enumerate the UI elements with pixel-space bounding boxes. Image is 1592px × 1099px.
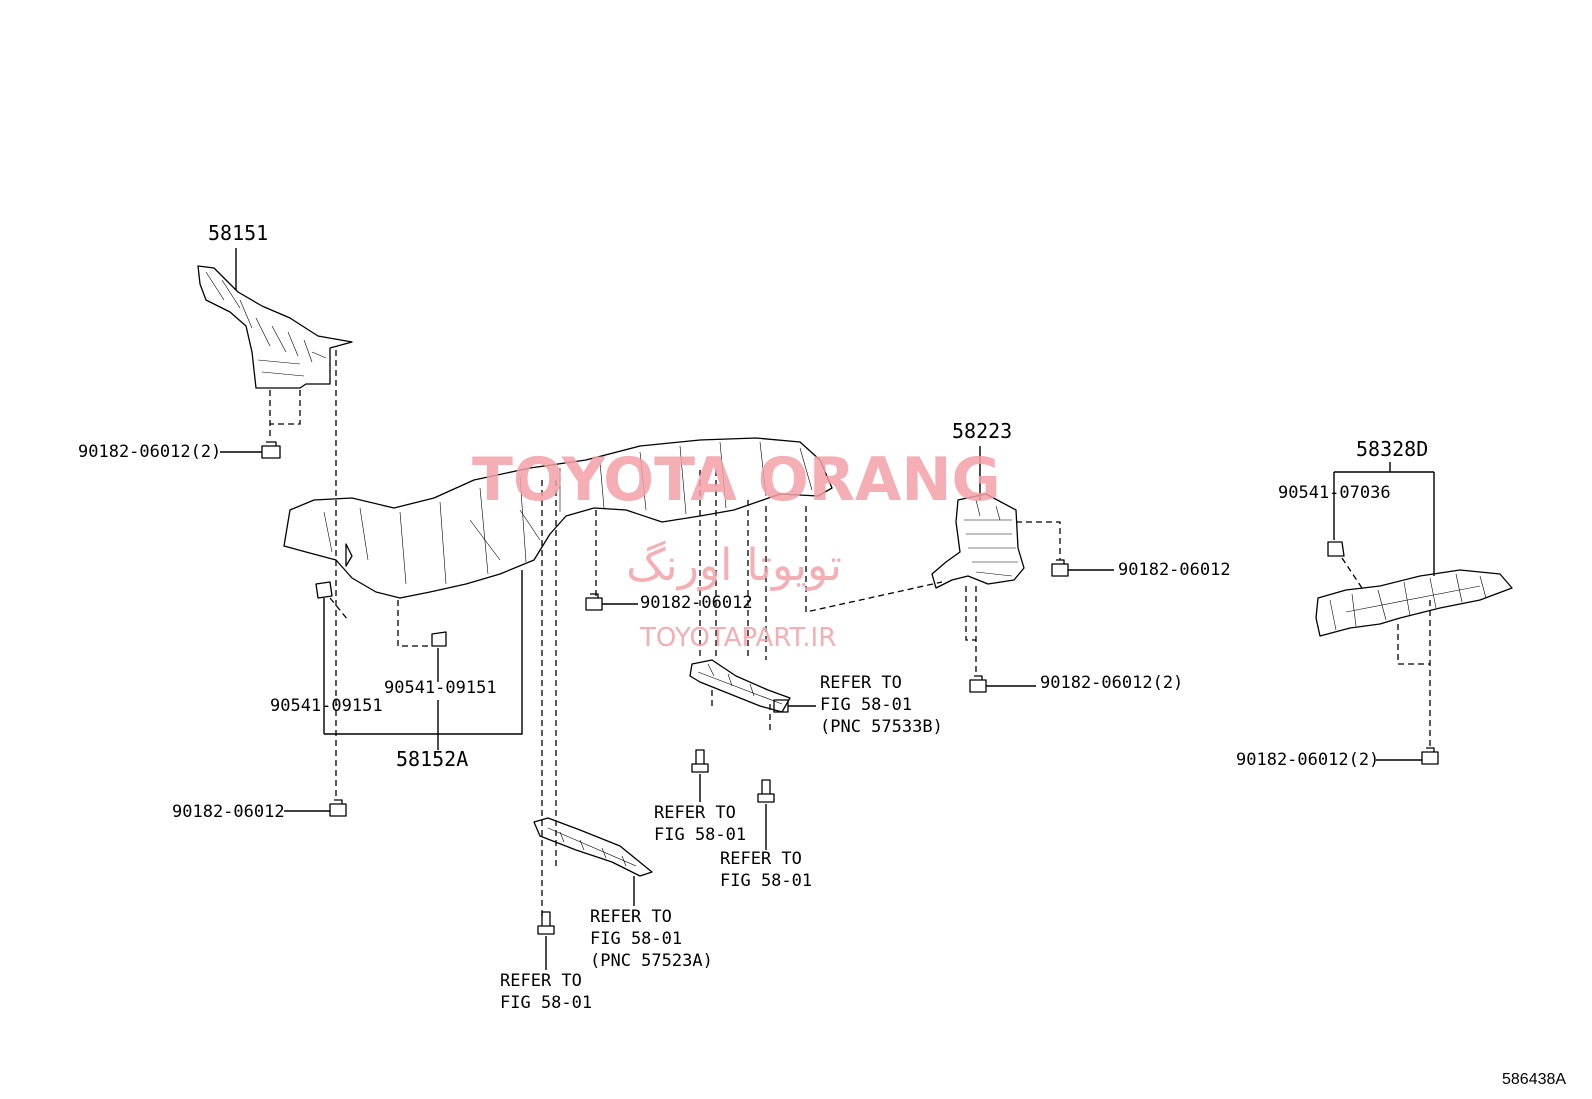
refer-57533B-line2: FIG 58-01 — [820, 695, 912, 715]
refer-57523A-line1: REFER TO — [590, 907, 672, 927]
refer-fig-58-01-a-line2: FIG 58-01 — [654, 825, 746, 845]
refer-fig-58-01-b-line1: REFER TO — [720, 849, 802, 869]
watermark-brand-farsi: تویوتا اورنگ — [626, 540, 842, 591]
nut-icon[interactable] — [329, 799, 347, 817]
nut-icon[interactable] — [969, 675, 987, 693]
refer-57533B-line3: (PNC 57533B) — [820, 717, 943, 737]
refer-57533B-line1: REFER TO — [820, 673, 902, 693]
nut-icon[interactable] — [1421, 747, 1439, 765]
part-label-58151: 58151 — [208, 221, 268, 245]
part-58328D-insulator[interactable] — [1315, 569, 1513, 637]
fastener-label-90541-09151-a: 90541-09151 — [270, 696, 383, 716]
refer-fig-58-01-b-line2: FIG 58-01 — [720, 871, 812, 891]
refer-57523A-line3: (PNC 57523A) — [590, 951, 713, 971]
part-label-58223: 58223 — [952, 419, 1012, 443]
part-58223-insulator[interactable] — [931, 493, 1025, 589]
fastener-label-90182-06012-2: 90182-06012(2) — [78, 442, 221, 462]
nut-icon[interactable] — [261, 441, 281, 459]
fastener-label-90182-06012-a: 90182-06012 — [172, 802, 285, 822]
fastener-label-90182-06012-b: 90182-06012 — [640, 593, 753, 613]
diagram-code: 586438A — [1502, 1071, 1566, 1088]
watermark-brand: TOYOTA ORANG — [472, 445, 1001, 515]
nut-icon[interactable] — [773, 699, 789, 713]
watermark-site: TOYOTAPART.IR — [639, 623, 836, 653]
fastener-label-90541-09151-b: 90541-09151 — [384, 678, 497, 698]
clip-icon[interactable] — [1327, 541, 1345, 557]
bolt-icon[interactable] — [691, 749, 709, 773]
cross-member-57523A — [533, 817, 653, 877]
part-label-58328D: 58328D — [1356, 437, 1428, 461]
refer-57523A-line2: FIG 58-01 — [590, 929, 682, 949]
nut-icon[interactable] — [1051, 559, 1069, 577]
part-58151-insulator[interactable] — [197, 265, 353, 389]
nut-icon[interactable] — [585, 593, 603, 611]
fastener-label-90182-06012-2-d: 90182-06012(2) — [1236, 750, 1379, 770]
clip-icon[interactable] — [431, 631, 447, 647]
clip-icon[interactable] — [315, 581, 333, 599]
fastener-label-90182-06012-c: 90182-06012 — [1118, 560, 1231, 580]
cross-member-57533B — [689, 659, 791, 713]
fastener-label-90182-06012-2-c: 90182-06012(2) — [1040, 673, 1183, 693]
part-58152A-insulator[interactable] — [283, 437, 833, 599]
refer-fig-58-01-c-line1: REFER TO — [500, 971, 582, 991]
bolt-icon[interactable] — [757, 779, 775, 803]
fastener-label-90541-07036: 90541-07036 — [1278, 483, 1391, 503]
bolt-icon[interactable] — [537, 911, 555, 935]
refer-fig-58-01-a-line1: REFER TO — [654, 803, 736, 823]
refer-fig-58-01-c-line2: FIG 58-01 — [500, 993, 592, 1013]
part-label-58152A: 58152A — [396, 747, 468, 771]
